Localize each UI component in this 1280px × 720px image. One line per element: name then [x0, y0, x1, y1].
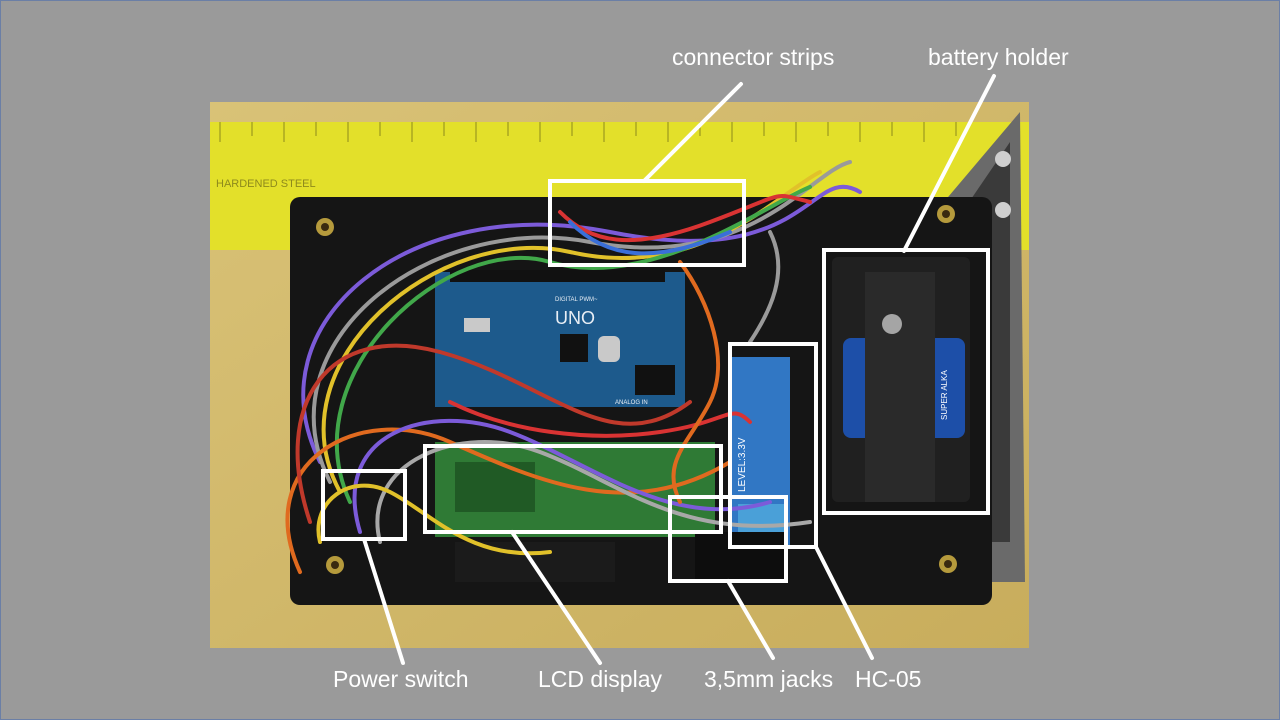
ruler-brand-text: HARDENED STEEL — [216, 178, 316, 190]
label-jacks: 3,5mm jacks — [704, 666, 834, 692]
project-photo: HARDENED STEEL UNO DIGITAL PWM~ ANALOG I… — [210, 102, 1029, 648]
label-power-switch: Power switch — [333, 666, 469, 692]
board-logo: UNO — [555, 308, 595, 328]
board-subtext: DIGITAL PWM~ — [555, 297, 598, 303]
label-connector-strips: connector strips — [672, 44, 835, 70]
label-hc05: HC-05 — [855, 666, 922, 692]
battery-text: SUPER ALKA — [940, 370, 949, 420]
jacks-photo — [695, 532, 785, 582]
board-analog-text: ANALOG IN — [615, 400, 648, 406]
label-lcd-display: LCD display — [538, 666, 662, 692]
module-text: LEVEL:3.3V — [737, 437, 748, 492]
label-battery-holder: battery holder — [928, 44, 1069, 70]
